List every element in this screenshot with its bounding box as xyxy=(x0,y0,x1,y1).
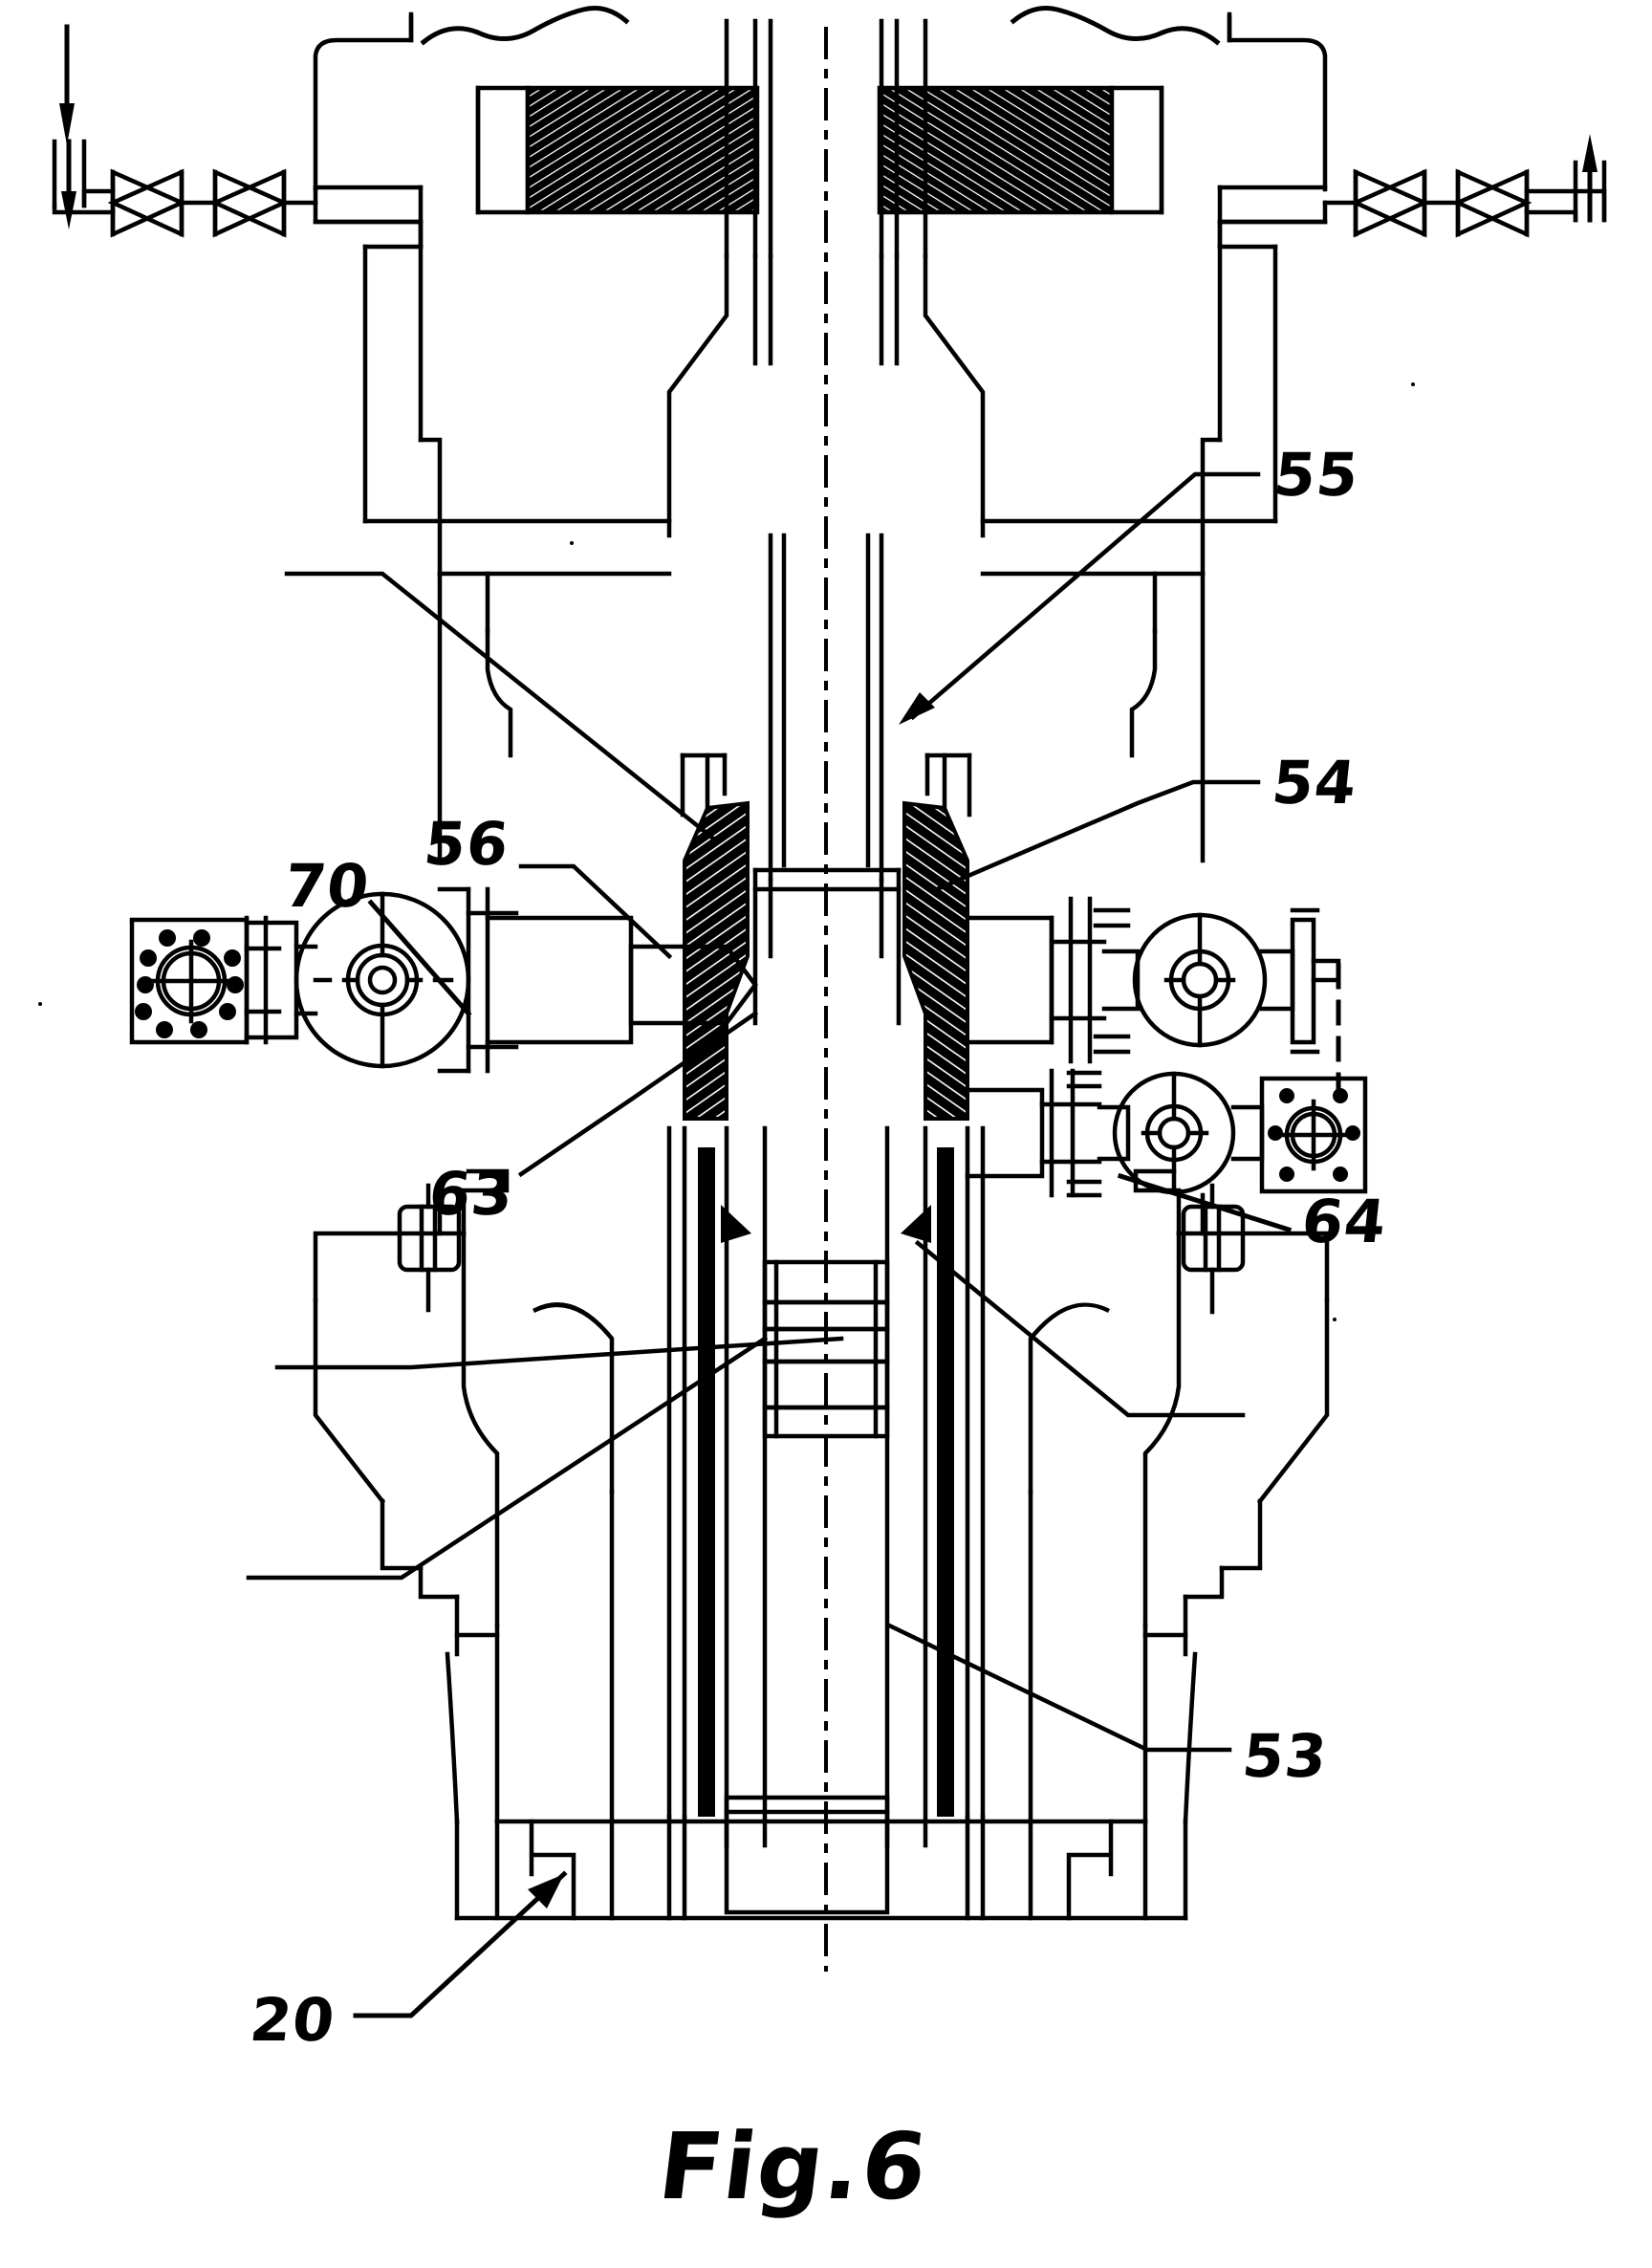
seal-retainer-top-right xyxy=(924,752,972,818)
top-flange-body xyxy=(313,11,1328,250)
leader-line-unlabeled-mid-left xyxy=(274,1336,844,1370)
reference-numeral-54: 54 xyxy=(1269,748,1361,818)
bore-taper-upper xyxy=(666,253,986,538)
right-valve-lower xyxy=(1097,1071,1265,1195)
scan-artifact-dot xyxy=(1333,1318,1337,1321)
dashed-corner-right xyxy=(1311,958,1341,978)
bell-housing-left xyxy=(437,571,513,863)
lower-housing-stud-left xyxy=(397,1183,462,1313)
right-lower-bolt-holes xyxy=(1268,1088,1360,1182)
seal-elements-dark xyxy=(698,1147,954,1817)
reference-numeral-64: 64 xyxy=(1298,1187,1391,1256)
leader-line-70 xyxy=(367,899,472,1017)
gate-valve-right-inner xyxy=(1350,168,1461,238)
reference-numeral-63: 63 xyxy=(425,1159,518,1229)
mid-housing-block xyxy=(418,437,1223,634)
leader-line-54 xyxy=(934,779,1261,892)
inner-mandrel xyxy=(752,533,902,1026)
right-upper-bolt-studs xyxy=(1093,907,1320,1055)
reference-numeral-70: 70 xyxy=(281,851,374,921)
upper-housing xyxy=(362,244,1278,524)
left-valve-neck xyxy=(244,915,318,1045)
reference-numeral-55: 55 xyxy=(1271,440,1363,510)
gate-valve-left-inner xyxy=(179,168,290,238)
flange-gasket-left xyxy=(475,85,760,215)
right-outlet-piping xyxy=(1524,160,1607,223)
scan-artifact-dot xyxy=(1411,382,1415,386)
reference-numeral-56: 56 xyxy=(421,809,513,879)
reference-numeral-20: 20 xyxy=(247,1985,339,2055)
seal-packer-left xyxy=(683,800,750,1121)
lower-tubing-stack xyxy=(666,1125,986,1848)
seal-stack-detail xyxy=(762,1259,890,1439)
bell-housing-right xyxy=(1129,571,1206,863)
leader-line-55 xyxy=(899,471,1261,725)
flow-arrow-outlet-right xyxy=(1582,134,1598,223)
leader-line-unlabeled-lower-left xyxy=(246,1335,769,1581)
leader-line-64 xyxy=(1117,1172,1293,1233)
seal-packer-right xyxy=(902,800,969,1121)
left-blind-flange xyxy=(129,917,250,1045)
figure-caption: Fig.6 xyxy=(653,2113,935,2220)
lower-hanger-profile xyxy=(454,1489,1188,1824)
bottom-body xyxy=(445,1651,1198,1921)
right-lower-blind-flange xyxy=(1259,1076,1368,1194)
left-inlet-piping xyxy=(52,139,116,215)
leader-line-56 xyxy=(518,863,673,960)
right-lateral-neck-upper xyxy=(965,896,1107,1064)
flange-gasket-right xyxy=(877,85,1164,215)
leader-line-unlabeled-upper-left xyxy=(284,571,721,845)
internal-flow-barbs xyxy=(721,1205,931,1243)
leader-line-53 xyxy=(885,1622,1232,1753)
top-body-shoulders xyxy=(313,185,1328,250)
seal-retainer-top-left xyxy=(680,752,728,818)
central-tubing-top xyxy=(724,18,928,259)
scan-artifact-dot xyxy=(38,1002,42,1006)
scan-artifact-dot xyxy=(570,541,574,545)
leader-line-unlabeled-right xyxy=(914,1239,1246,1418)
right-lateral-neck-lower xyxy=(965,1068,1102,1198)
right-lower-studs xyxy=(1066,1070,1102,1198)
gate-valve-left-outer xyxy=(107,168,187,238)
lower-housing-bore xyxy=(461,1231,1182,1628)
flange-gasket-outline xyxy=(475,85,1164,215)
right-valve-upper xyxy=(1101,912,1341,1048)
break-line-top xyxy=(420,6,1221,46)
flow-arrow-inlet-lower xyxy=(61,139,76,229)
leader-line-20 xyxy=(353,1870,568,2018)
gate-valve-right-outer xyxy=(1452,168,1532,238)
leader-line-63 xyxy=(517,1010,759,1178)
flow-arrow-inlet-upper xyxy=(59,24,75,145)
reference-numeral-53: 53 xyxy=(1239,1721,1332,1791)
left-flange-bolt-holes xyxy=(135,929,244,1038)
